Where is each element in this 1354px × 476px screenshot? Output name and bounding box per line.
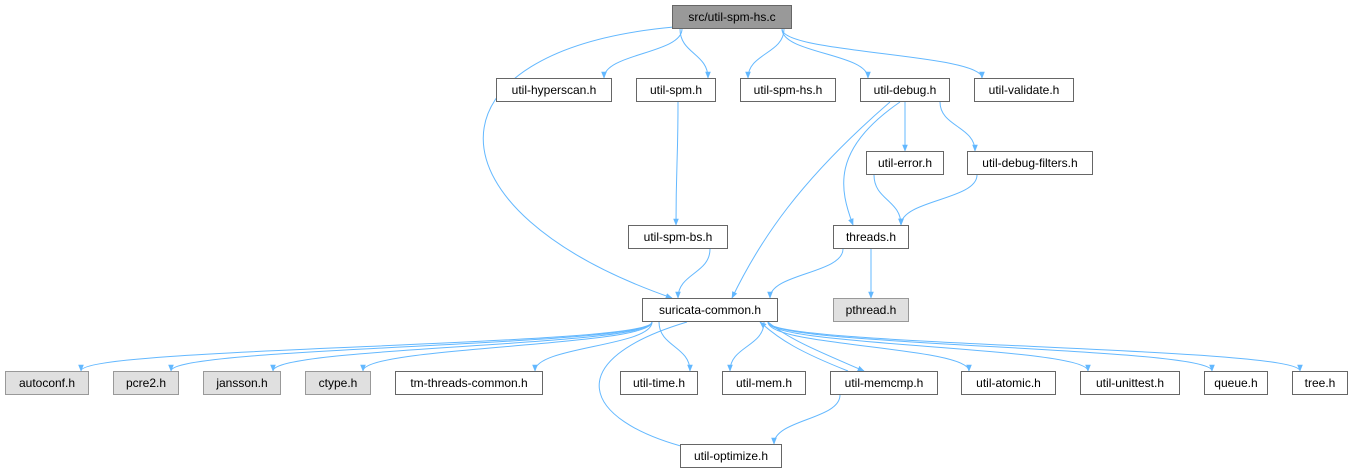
edge-common-to-time <box>658 321 693 372</box>
edge-common-to-jansson <box>270 321 653 372</box>
node-util-spm-hs-c[interactable]: src/util-spm-hs.c <box>672 5 792 29</box>
node-util-debug-h[interactable]: util-debug.h <box>860 78 950 102</box>
node-util-debug-filters-h[interactable]: util-debug-filters.h <box>967 151 1093 175</box>
edge-memcmp-to-optimize <box>771 394 841 445</box>
edge-common-to-unittest <box>767 321 1091 372</box>
edge-common-to-memcmp <box>767 321 865 372</box>
node-threads-h[interactable]: threads.h <box>833 225 909 249</box>
edge-root-to-hyperscan <box>601 28 683 79</box>
node-tm-threads-common-h[interactable]: tm-threads-common.h <box>395 371 543 395</box>
node-util-spm-hs-h[interactable]: util-spm-hs.h <box>740 78 836 102</box>
edge-root-to-spmhs <box>745 28 785 79</box>
node-autoconf-h: autoconf.h <box>5 371 89 395</box>
node-util-spm-h[interactable]: util-spm.h <box>636 78 716 102</box>
node-util-time-h[interactable]: util-time.h <box>620 371 698 395</box>
node-queue-h[interactable]: queue.h <box>1204 371 1268 395</box>
edge-debug-to-debugfilters <box>939 101 978 152</box>
edge-common-to-tmthreads <box>532 321 653 372</box>
node-suricata-common-h[interactable]: suricata-common.h <box>642 298 778 322</box>
edge-root-to-common <box>482 26 675 299</box>
node-util-validate-h[interactable]: util-validate.h <box>974 78 1074 102</box>
edge-threads-to-common <box>767 248 844 299</box>
edge-debugfilters-to-threads <box>898 174 978 226</box>
node-tree-h[interactable]: tree.h <box>1292 371 1348 395</box>
edge-common-to-tree <box>767 321 1303 372</box>
edge-common-to-optimize <box>598 321 689 450</box>
node-util-optimize-h[interactable]: util-optimize.h <box>680 444 782 468</box>
node-util-mem-h[interactable]: util-mem.h <box>722 371 806 395</box>
node-jansson-h: jansson.h <box>203 371 281 395</box>
edge-common-to-autoconf <box>78 321 653 372</box>
node-pcre2-h: pcre2.h <box>113 371 179 395</box>
edge-root-to-validate <box>781 28 985 79</box>
node-util-memcmp-h[interactable]: util-memcmp.h <box>830 371 938 395</box>
node-util-atomic-h[interactable]: util-atomic.h <box>961 371 1056 395</box>
edge-spmbs-to-common <box>675 248 711 299</box>
edge-debug-to-common <box>731 101 891 299</box>
node-util-unittest-h[interactable]: util-unittest.h <box>1080 371 1180 395</box>
edge-spm-to-spmbs <box>673 101 679 226</box>
edge-common-to-mem <box>727 321 765 372</box>
edge-debug-to-threads <box>843 101 901 226</box>
node-ctype-h: ctype.h <box>305 371 371 395</box>
node-util-hyperscan-h[interactable]: util-hyperscan.h <box>496 78 612 102</box>
node-pthread-h: pthread.h <box>833 298 909 322</box>
node-util-error-h[interactable]: util-error.h <box>866 151 944 175</box>
edge-memcmp-to-common <box>759 321 849 372</box>
edge-common-to-pcre2 <box>168 321 653 372</box>
edge-common-to-ctype <box>360 321 653 372</box>
edge-root-to-spm <box>679 28 711 79</box>
node-util-spm-bs-h[interactable]: util-spm-bs.h <box>628 225 728 249</box>
edge-root-to-debug <box>781 28 871 79</box>
edge-common-to-atomic <box>767 321 972 372</box>
edge-error-to-threads <box>873 174 904 226</box>
edge-common-to-queue <box>767 321 1215 372</box>
